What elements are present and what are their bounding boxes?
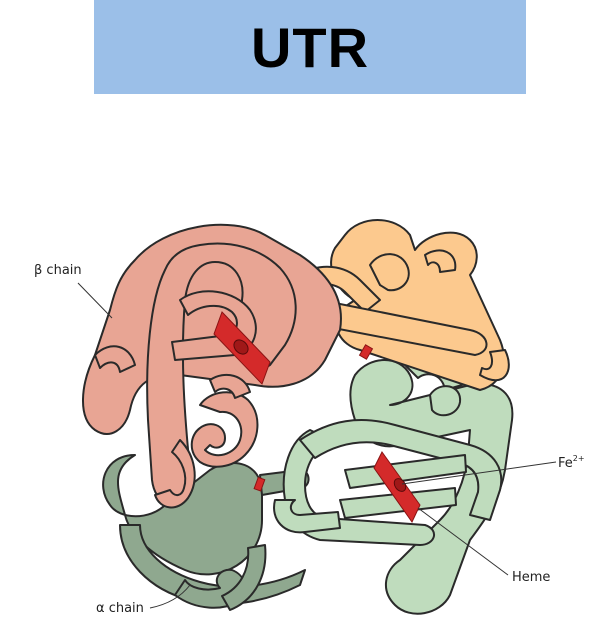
iron-label-charge: 2+ [573,454,585,463]
beta-chain-leader-line [78,283,112,318]
heme-label: Heme [512,570,550,585]
alpha-chain-dark-green [103,455,308,610]
iron-label: Fe2+ [558,454,585,471]
iron-label-symbol: Fe [558,456,573,471]
beta-chain-label: β chain [34,263,82,278]
alpha-chain-label: α chain [96,601,144,616]
